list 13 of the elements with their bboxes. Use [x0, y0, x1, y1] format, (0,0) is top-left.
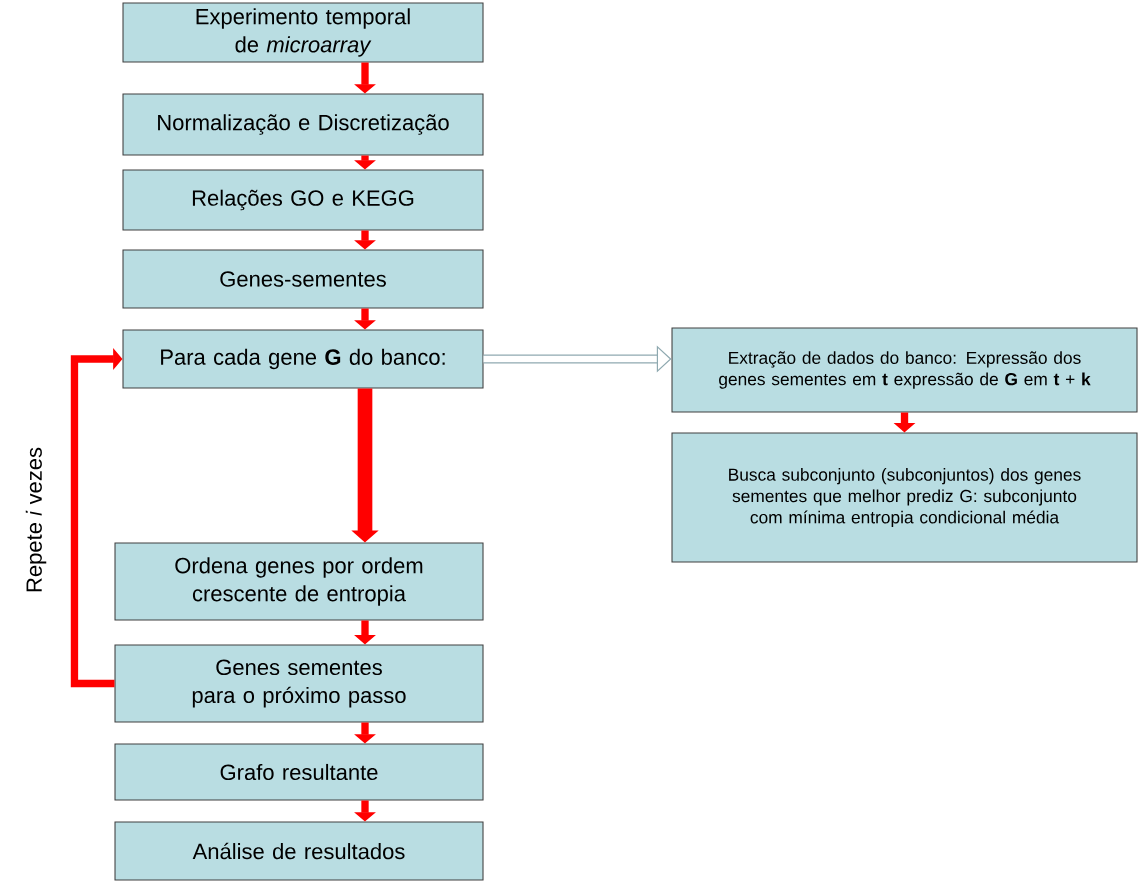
process-box: Normalização e Discretização — [122, 93, 484, 156]
process-box: Para cada gene G do banco: — [122, 329, 484, 389]
process-box: Busca subconjunto (subconjuntos) dos genes sementes que melhor prediz G: subconjunto com mínima entropia condicional média — [671, 432, 1138, 563]
arrow — [70, 348, 123, 688]
process-box: Ordena genes por ordem crescente de entropia — [114, 542, 484, 621]
process-box: Genes sementes para o próximo passo — [114, 644, 484, 723]
process-box: Genes-sementes — [122, 249, 484, 309]
rotated-label: Repete i vezes — [25, 447, 47, 592]
process-box: Extração de dados do banco: Expressão dos genes sementes em t expressão de G em t + k — [671, 327, 1138, 413]
process-box: Análise de resultados — [114, 821, 484, 881]
process-box: Grafo resultante — [114, 743, 484, 801]
process-box: Relações GO e KEGG — [122, 169, 484, 231]
process-box: Experimento temporal de microarray — [122, 2, 484, 63]
